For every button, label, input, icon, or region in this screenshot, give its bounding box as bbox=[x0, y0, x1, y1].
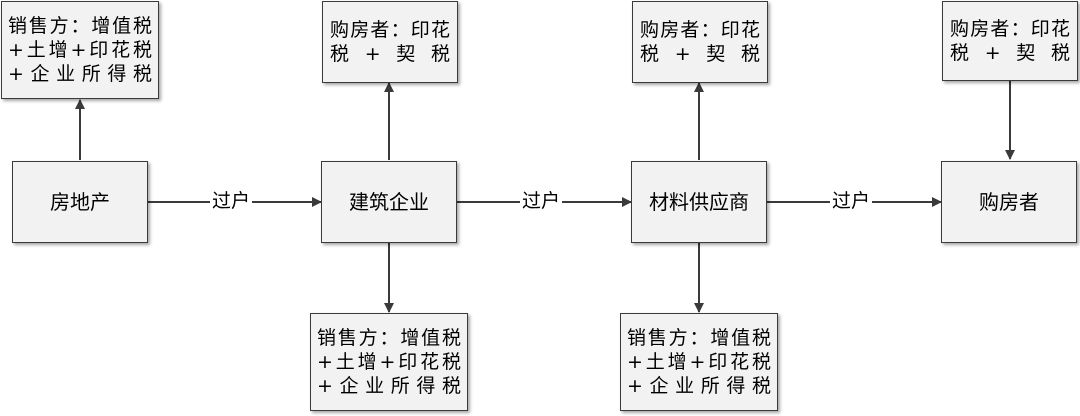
tax-box-seller-3: 销售方：增值税+土增+印花税+企业所得税 bbox=[620, 313, 778, 411]
node-real-estate: 房地产 bbox=[12, 161, 148, 243]
edge-label-transfer-2: 过户 bbox=[520, 190, 563, 212]
tax-text-buyer-4: 购房者：印花税+契税 bbox=[950, 18, 1070, 64]
tax-box-buyer-3: 购房者：印花税+契税 bbox=[632, 1, 768, 83]
node-supplier: 材料供应商 bbox=[631, 161, 767, 243]
node-buyer-label: 购房者 bbox=[979, 190, 1039, 214]
tax-box-buyer-2: 购房者：印花税+契税 bbox=[322, 1, 458, 83]
tax-text-buyer-3: 购房者：印花税+契税 bbox=[640, 19, 760, 65]
tax-text-seller-2: 销售方：增值税+土增+印花税+企业所得税 bbox=[317, 327, 461, 397]
tax-text-buyer-2: 购房者：印花税+契税 bbox=[330, 19, 450, 65]
tax-text-seller-3: 销售方：增值税+土增+印花税+企业所得税 bbox=[627, 327, 771, 397]
edge-label-transfer-1: 过户 bbox=[210, 190, 253, 212]
tax-box-seller-2: 销售方：增值税+土增+印花税+企业所得税 bbox=[310, 313, 468, 411]
node-construction: 建筑企业 bbox=[321, 161, 457, 243]
node-buyer: 购房者 bbox=[941, 161, 1077, 243]
tax-text-seller-1: 销售方：增值税+土增+印花税+企业所得税 bbox=[8, 15, 152, 85]
tax-box-seller-1: 销售方：增值税+土增+印花税+企业所得税 bbox=[1, 1, 159, 99]
node-real-estate-label: 房地产 bbox=[50, 190, 110, 214]
node-supplier-label: 材料供应商 bbox=[649, 190, 749, 214]
tax-box-buyer-4: 购房者：印花税+契税 bbox=[942, 1, 1078, 81]
edge-label-transfer-3: 过户 bbox=[830, 190, 873, 212]
node-construction-label: 建筑企业 bbox=[349, 190, 429, 214]
